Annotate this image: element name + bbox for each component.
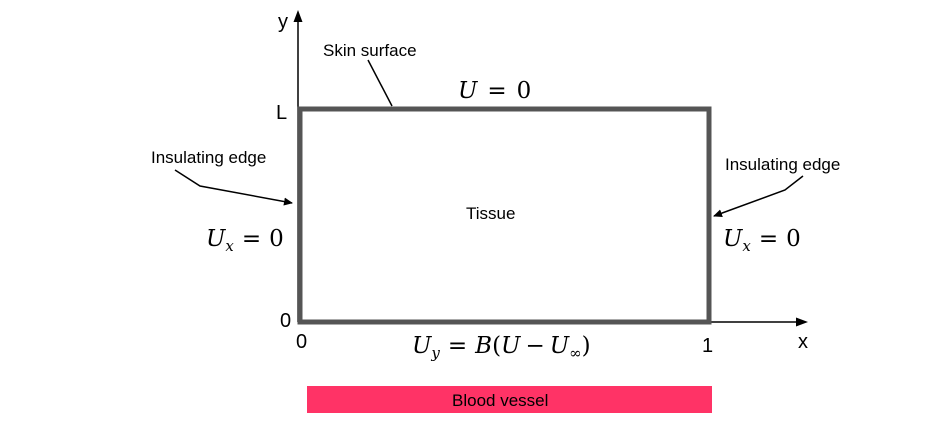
skin-surface-label: Skin surface bbox=[323, 41, 417, 60]
right-insulating-label: Insulating edge bbox=[725, 155, 840, 174]
top-bc-value: 0 bbox=[517, 78, 532, 104]
x-tick-1: 1 bbox=[702, 335, 713, 357]
y-axis-arrow-icon bbox=[293, 10, 303, 22]
right-boundary-condition: Ux=0 bbox=[723, 226, 801, 255]
skin-surface-pointer bbox=[367, 59, 393, 107]
top-bc-var: U bbox=[458, 78, 479, 104]
y-tick-0: 0 bbox=[280, 310, 291, 332]
tissue-domain bbox=[297, 106, 712, 325]
left-boundary-condition: Ux=0 bbox=[206, 226, 284, 255]
tissue-label: Tissue bbox=[466, 204, 515, 223]
x-tick-0: 0 bbox=[296, 331, 307, 353]
x-axis-label: x bbox=[798, 331, 808, 353]
x-axis-arrow-icon bbox=[796, 317, 808, 327]
blood-vessel-bar bbox=[307, 386, 712, 413]
y-axis-label: y bbox=[278, 11, 288, 33]
left-insulating-pointer bbox=[174, 169, 293, 206]
top-boundary-condition: U=0 bbox=[458, 78, 531, 104]
left-insulating-label: Insulating edge bbox=[151, 148, 266, 167]
bottom-boundary-condition: Uy=B(U−U∞) bbox=[412, 333, 591, 362]
right-insulating-pointer bbox=[713, 175, 804, 218]
y-tick-L: L bbox=[276, 102, 287, 124]
blood-vessel-label: Blood vessel bbox=[452, 391, 548, 410]
